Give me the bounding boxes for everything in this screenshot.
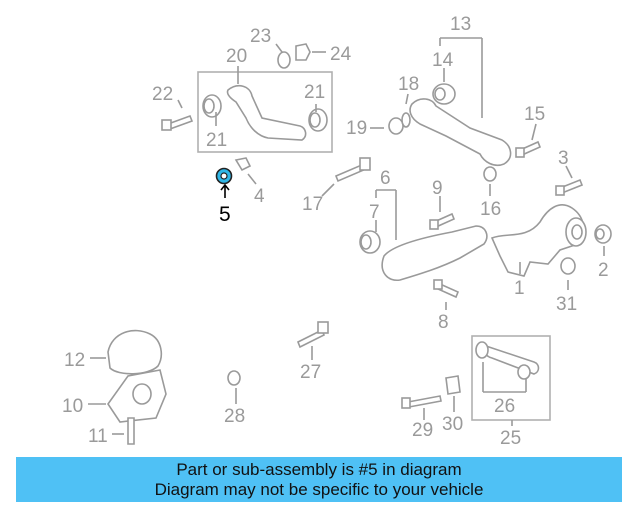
arm-bushing-21-right-face — [309, 112, 321, 128]
part-5-bushing-hole[interactable] — [220, 172, 228, 180]
bushing-7-face — [360, 234, 372, 250]
callout-28: 28 — [224, 406, 245, 427]
bushing-2-face — [595, 228, 605, 240]
leader-5 — [220, 183, 230, 198]
callout-2: 2 — [598, 260, 609, 281]
bushing-14-face — [434, 87, 446, 101]
bracket-4 — [234, 157, 252, 172]
callout-19: 19 — [346, 118, 367, 139]
bolt-27-head — [317, 321, 329, 334]
callout-15: 15 — [524, 104, 545, 125]
bolt-3-head — [555, 185, 565, 196]
washer-23 — [277, 51, 291, 69]
callout-30: 30 — [442, 414, 463, 435]
leader-4 — [247, 173, 257, 185]
callout-12: 12 — [64, 350, 85, 371]
callout-14: 14 — [432, 50, 454, 71]
mount-10-hole — [132, 383, 152, 405]
trailing-arm-6 — [381, 225, 488, 281]
bolt-17-head — [359, 157, 371, 171]
bolt-29-head — [401, 397, 411, 409]
part-5-highlighted[interactable] — [215, 167, 233, 185]
callout-8: 8 — [438, 312, 449, 333]
callout-9: 9 — [432, 178, 443, 199]
bracket-26 — [482, 362, 527, 393]
callout-16: 16 — [480, 199, 501, 220]
nut-28 — [227, 370, 241, 386]
callout-22: 22 — [152, 84, 173, 105]
callout-20: 20 — [226, 46, 247, 67]
bracket-13 — [439, 37, 483, 118]
callout-13: 13 — [450, 14, 471, 35]
arm-bushing-21-left-face — [203, 98, 215, 114]
bolt-8-head — [433, 279, 443, 290]
nut-16 — [483, 166, 497, 182]
callout-1: 1 — [514, 278, 525, 299]
hub-bore — [571, 224, 583, 240]
bolt-22-head — [161, 119, 172, 131]
callout-6: 6 — [380, 168, 391, 189]
leader-18 — [405, 93, 409, 105]
bracket-6 — [375, 189, 397, 240]
callout-26: 26 — [494, 396, 515, 417]
callout-21-left: 21 — [206, 130, 227, 151]
callout-29: 29 — [412, 420, 433, 441]
leader-3 — [565, 165, 573, 179]
bolt-27 — [296, 328, 326, 349]
washer-18 — [401, 112, 411, 128]
callout-4: 4 — [254, 186, 265, 207]
callout-24: 24 — [330, 44, 352, 65]
callout-18: 18 — [398, 74, 419, 95]
callout-3: 3 — [558, 148, 569, 169]
bolt-29 — [407, 395, 442, 408]
nut-24 — [295, 43, 311, 61]
lower-control-arm-13 — [409, 98, 512, 167]
group-box-25 — [471, 335, 551, 421]
callout-10: 10 — [62, 396, 83, 417]
bolt-15-head — [515, 147, 525, 158]
knuckle-1 — [490, 204, 585, 277]
bolt-9-head — [429, 219, 439, 230]
callout-11: 11 — [88, 426, 108, 447]
leader-15 — [531, 123, 537, 141]
leader-23 — [275, 43, 283, 53]
callout-17: 17 — [302, 194, 323, 215]
group-box-20 — [197, 71, 333, 153]
callout-25: 25 — [500, 428, 521, 449]
bushing-26b — [517, 364, 531, 380]
callout-21-right: 21 — [304, 82, 325, 103]
banner-line-2: Diagram may not be specific to your vehi… — [154, 480, 484, 499]
washer-19 — [388, 117, 404, 135]
mount-12 — [107, 329, 163, 375]
info-banner: Part or sub-assembly is #5 in diagram Di… — [16, 457, 622, 502]
bolt-11 — [127, 417, 135, 445]
bushing-31 — [560, 257, 576, 275]
callout-31: 31 — [556, 294, 577, 315]
plate-30 — [445, 375, 461, 395]
bushing-26a — [475, 341, 489, 359]
callout-27: 27 — [300, 362, 321, 383]
banner-line-1: Part or sub-assembly is #5 in diagram — [176, 460, 462, 479]
callout-7: 7 — [369, 202, 380, 223]
upper-control-arm — [226, 84, 307, 141]
callout-23: 23 — [250, 26, 271, 47]
callout-5[interactable]: 5 — [219, 203, 231, 226]
leader-17 — [321, 183, 335, 197]
leader-22 — [177, 99, 183, 109]
